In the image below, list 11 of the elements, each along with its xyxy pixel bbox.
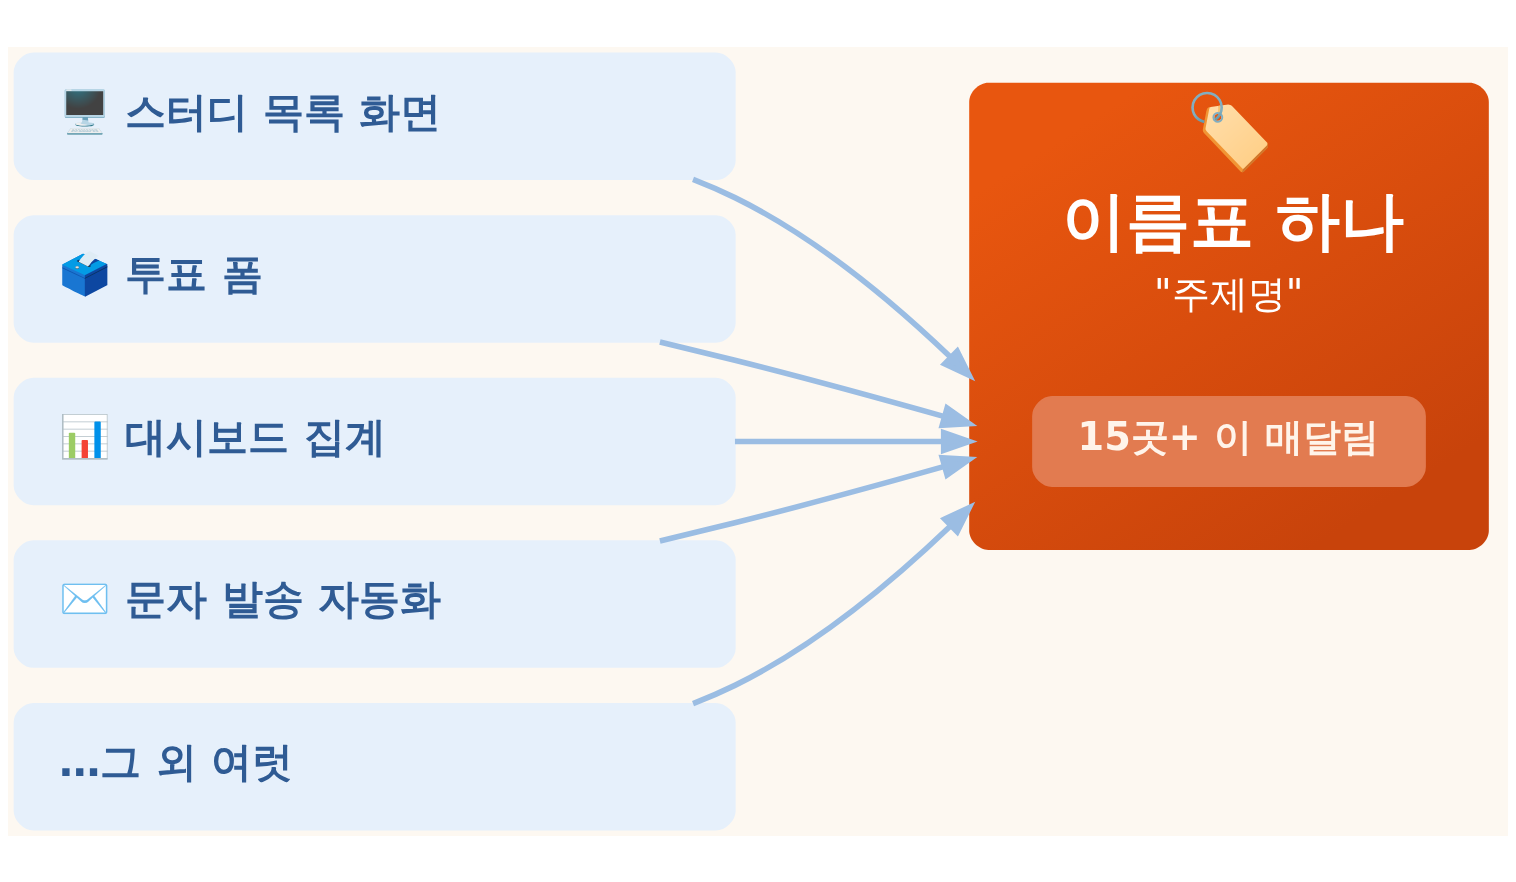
node-box: 📊 대시보드 집계 bbox=[13, 377, 736, 505]
node-box: ✉ 문자 발송 자동화 bbox=[13, 539, 736, 668]
arrow bbox=[692, 176, 976, 381]
node-box: …그 외 여럿 bbox=[13, 702, 736, 830]
arrow bbox=[659, 338, 978, 428]
arrow bbox=[734, 428, 978, 454]
arrow bbox=[692, 501, 976, 706]
node-box: 🖥 스터디 목록 화면 bbox=[13, 52, 736, 180]
node-box: 🗳 투표 폼 bbox=[13, 214, 736, 343]
node-box: 15곳+ 이 매달림 bbox=[1032, 395, 1426, 487]
arrow bbox=[659, 454, 978, 544]
